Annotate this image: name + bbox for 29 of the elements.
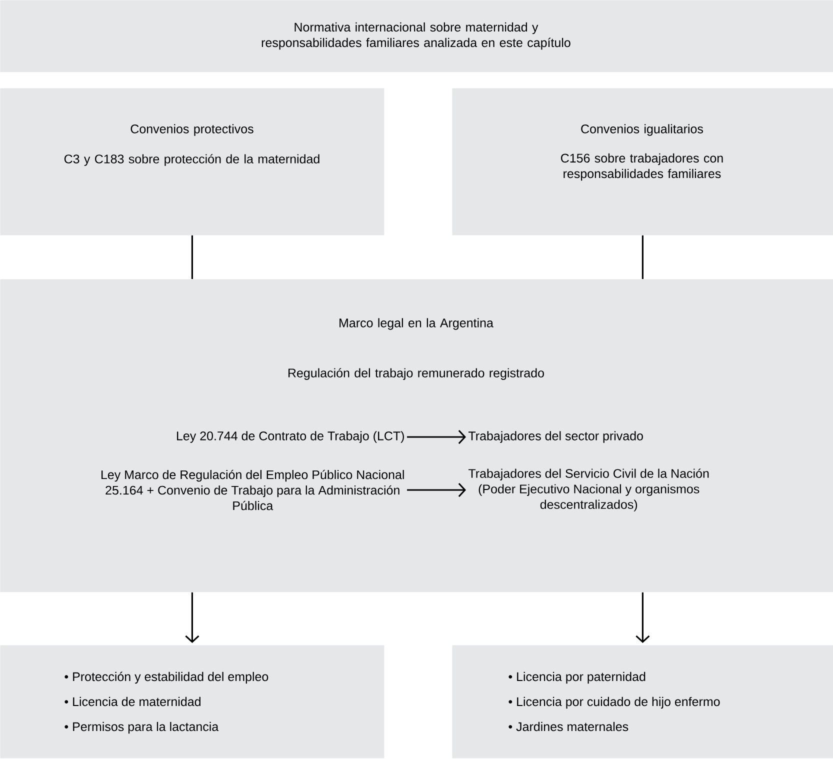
box-text: Normativa internacional sobre maternidad y responsabilidades familiares analizada en este capítulo: [262, 22, 570, 50]
text-box: [0, 645, 384, 758]
text-label: Ley Marco de Regulación del Empleo Público Nacional 25.164 + Convenio de Trabajo para la Administración Pública: [101, 470, 404, 510]
bullet-item: • Jardines maternales: [508, 722, 628, 732]
box-text: C3 y C183 sobre protección de la maternidad: [64, 154, 320, 166]
text-label: Trabajadores del Servicio Civil de la Nación (Poder Ejecutivo Nacional y organismos descentralizados): [468, 468, 709, 512]
text-box: [452, 88, 833, 236]
text-label: Trabajadores del sector privado: [468, 431, 643, 443]
text-box: [0, 0, 833, 72]
box-text: Regulación del trabajo remunerado registrado: [288, 368, 544, 380]
arrow: [407, 430, 466, 444]
text-label: Ley 20.744 de Contrato de Trabajo (LCT): [177, 431, 404, 443]
text-box: [0, 88, 384, 236]
bullet-item: • Licencia por paternidad: [508, 672, 646, 684]
bullet-item: • Permisos para la lactancia: [64, 722, 219, 734]
text-box: [452, 645, 833, 758]
arrow: [407, 482, 466, 498]
box-heading: Convenios igualitarios: [581, 124, 703, 136]
text-box: [0, 279, 833, 592]
box-text: C156 sobre trabajadores con responsabilidades familiares: [560, 153, 723, 181]
connector-line: [642, 235, 644, 279]
arrow: [636, 592, 650, 643]
box-heading: Marco legal en la Argentina: [340, 318, 494, 330]
arrow: [185, 592, 200, 643]
box-heading: Convenios protectivos: [130, 124, 254, 136]
bullet-item: • Licencia por cuidado de hijo enfermo: [508, 696, 720, 709]
bullet-item: • Licencia de maternidad: [64, 696, 200, 706]
bullet-item: • Protección y estabilidad del empleo: [64, 672, 268, 684]
connector-line: [191, 235, 193, 279]
